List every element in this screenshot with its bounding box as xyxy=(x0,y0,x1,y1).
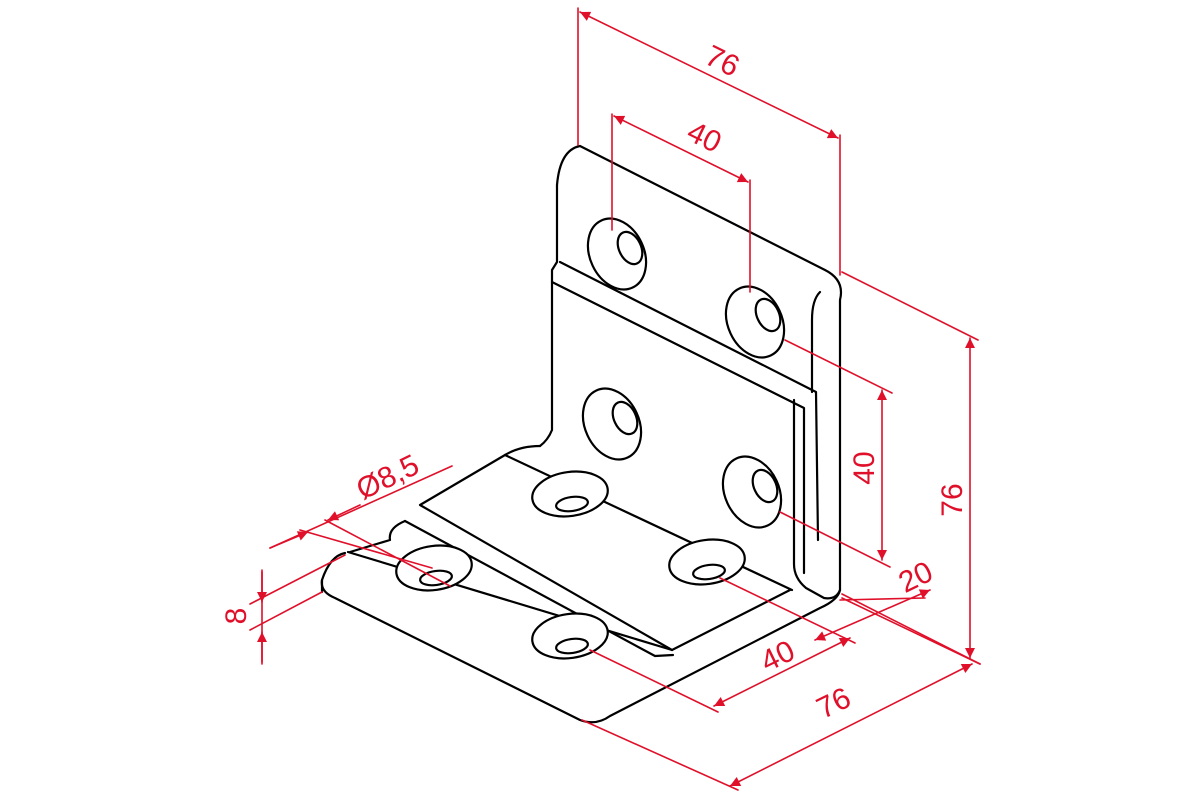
dim-offset-line xyxy=(814,589,931,641)
base-hole-back-left xyxy=(531,470,609,518)
vertical-wall-top-curve xyxy=(810,290,822,394)
dim-base-length-ext-left xyxy=(581,719,739,791)
vertical-wall-top-ridge xyxy=(558,260,820,542)
label-edge-offset: 20 xyxy=(894,555,938,599)
label-thickness: 8 xyxy=(220,608,253,625)
dim-top-width-line xyxy=(579,11,839,139)
base-plate-groove xyxy=(403,519,675,658)
dim-height-ext-top xyxy=(841,271,979,341)
wall-hole-bottom-left xyxy=(581,387,643,461)
vertical-wall-groove xyxy=(550,280,806,575)
wall-hole-bottom-right xyxy=(721,455,783,529)
dim-base-length-line xyxy=(729,663,973,787)
label-base-length: 76 xyxy=(812,681,856,725)
dim-diameter-leader-bottom xyxy=(324,519,451,587)
vertical-wall-left-edge xyxy=(538,183,559,448)
vertical-wall-outline xyxy=(555,144,843,600)
dim-diameter-ext xyxy=(299,529,433,569)
bracket-body xyxy=(320,144,843,724)
dim-vert-hole-ext-bottom xyxy=(779,511,891,568)
base-hole-front-right xyxy=(531,612,609,660)
base-hole-back-right xyxy=(668,538,746,586)
wall-hole-top-right xyxy=(724,285,786,359)
dim-top-hole-line xyxy=(613,115,749,183)
label-overall-height: 76 xyxy=(936,483,969,516)
dim-diameter-arrow-left xyxy=(269,531,309,549)
label-vertical-hole-spacing: 40 xyxy=(848,451,881,484)
dim-base-hole-ext-left xyxy=(589,649,719,713)
dim-vert-hole-ext-top xyxy=(784,339,893,394)
label-hole-diameter: Ø8,5 xyxy=(351,448,424,506)
dim-base-hole-ext-right xyxy=(719,577,856,644)
dim-diameter-arrow-right xyxy=(327,504,361,521)
label-top-width: 76 xyxy=(700,39,744,83)
wall-hole-top-left xyxy=(586,217,648,291)
inner-fillet xyxy=(418,444,792,652)
base-plate-front-fillet xyxy=(348,519,407,554)
dim-base-length-ext-right xyxy=(841,597,981,665)
label-base-hole-spacing: 40 xyxy=(756,634,800,678)
dimension-lines xyxy=(249,7,981,791)
